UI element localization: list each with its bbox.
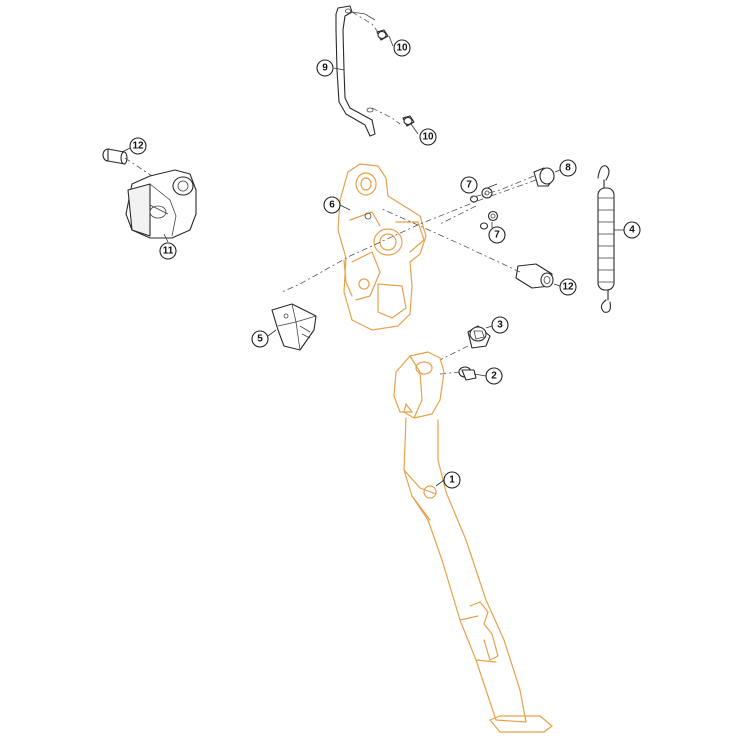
svg-text:12: 12	[562, 282, 574, 293]
bushing-part	[515, 263, 554, 289]
nut-part	[481, 187, 493, 199]
callout-4: 4	[623, 221, 641, 239]
svg-text:1: 1	[449, 475, 455, 486]
svg-text:10: 10	[396, 43, 408, 54]
set-screw-part	[458, 366, 477, 381]
callout-8: 8	[559, 159, 577, 177]
spring-part	[597, 165, 615, 313]
callout-7-upper: 7	[460, 176, 478, 194]
bolt-part	[467, 325, 491, 349]
svg-text:7: 7	[466, 180, 472, 191]
main-bracket-part	[337, 163, 427, 331]
washer-part	[469, 195, 479, 203]
callout-1: 1	[443, 471, 461, 489]
callout-5: 5	[251, 330, 269, 348]
callout-9: 9	[316, 59, 334, 77]
pivot-pin-part	[533, 167, 555, 187]
callout-12-upper: 12	[129, 137, 147, 155]
side-stand-part	[393, 351, 553, 733]
svg-text:7: 7	[494, 230, 500, 241]
svg-text:5: 5	[257, 334, 263, 345]
svg-text:8: 8	[565, 163, 571, 174]
screw-part	[402, 115, 415, 127]
side-stand-switch-part	[271, 303, 317, 351]
callout-3: 3	[491, 316, 509, 334]
svg-text:3: 3	[497, 320, 503, 331]
pin-part	[102, 148, 128, 165]
screw-part	[376, 29, 389, 41]
callout-10-upper: 10	[393, 39, 411, 57]
callout-12-lower: 12	[559, 278, 577, 296]
bracket-rod-part	[335, 5, 401, 137]
nut-part	[487, 210, 499, 222]
svg-text:4: 4	[629, 225, 635, 236]
callout-11: 11	[159, 242, 177, 260]
svg-text:11: 11	[163, 246, 174, 257]
callout-6: 6	[323, 196, 341, 214]
svg-text:10: 10	[422, 132, 434, 143]
callout-10-lower: 10	[419, 128, 437, 146]
svg-text:9: 9	[322, 63, 328, 74]
mount-block-part	[125, 169, 197, 239]
svg-text:2: 2	[491, 371, 497, 382]
svg-text:12: 12	[132, 141, 144, 152]
callout-2: 2	[485, 367, 503, 385]
washer-part	[479, 222, 489, 230]
svg-text:6: 6	[329, 200, 335, 211]
callout-7-lower: 7	[488, 226, 506, 244]
